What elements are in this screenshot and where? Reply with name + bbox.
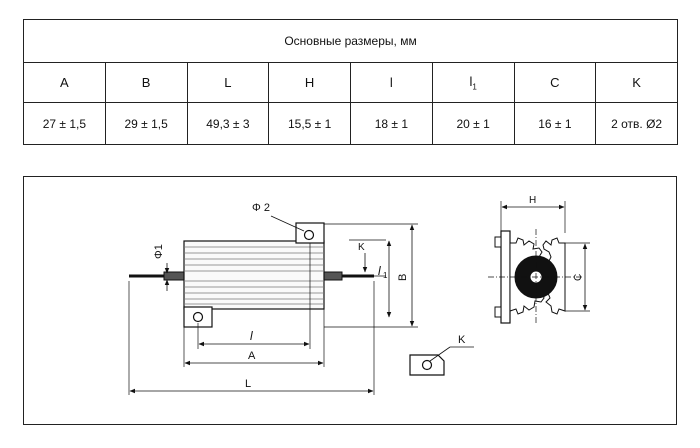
k-side-label: K <box>358 242 365 253</box>
end-view: H C <box>488 195 590 325</box>
b-label: B <box>397 274 409 281</box>
left-lead-collar <box>163 271 185 281</box>
phi1-label: Φ1 <box>153 244 165 259</box>
header-cell-b: B <box>104 62 188 103</box>
big-l-label: L <box>245 378 251 390</box>
header-cell-c: C <box>513 62 597 103</box>
value-cell-a: 27 ± 1,5 <box>23 102 106 145</box>
resistor-drawing: Φ 2 Φ1 K l 1 B l A <box>128 195 590 395</box>
h-label: H <box>529 195 536 206</box>
table-header-row: A B L H l l1 C K <box>23 62 678 103</box>
value-cell-k: 2 отв. Ø2 <box>595 102 678 145</box>
value-cell-c: 16 ± 1 <box>513 102 597 145</box>
heatsink-fins <box>184 246 324 305</box>
l1-label: l <box>378 264 381 278</box>
phi2-leader <box>270 215 305 232</box>
value-cell-big-l: 49,3 ± 3 <box>186 102 270 145</box>
value-cell-b: 29 ± 1,5 <box>104 102 188 145</box>
header-cell-big-l: L <box>186 62 270 103</box>
bottom-mounting-hole <box>192 311 204 323</box>
value-cell-l1: 20 ± 1 <box>431 102 515 145</box>
l-label: l <box>250 329 253 343</box>
header-l1-letter: l <box>469 73 473 89</box>
table-value-row: 27 ± 1,5 29 ± 1,5 49,3 ± 3 15,5 ± 1 18 ±… <box>23 102 678 145</box>
k-detail-label: K <box>458 334 466 346</box>
side-view: Φ 2 Φ1 K l 1 B l A <box>128 202 418 395</box>
header-cell-k: K <box>595 62 678 103</box>
header-cell-a: A <box>23 62 106 103</box>
dimensions-table: Основные размеры, мм A B L H l l1 C K 27… <box>23 19 678 145</box>
resistor-drawing-panel: Φ 2 Φ1 K l 1 B l A <box>23 176 677 425</box>
right-lead-collar <box>323 271 343 281</box>
k-detail: K <box>409 334 474 376</box>
header-l1-subscript: 1 <box>472 82 477 92</box>
value-cell-l: 18 ± 1 <box>350 102 433 145</box>
phi2-label: Φ 2 <box>252 202 270 214</box>
k-detail-hole <box>421 359 433 371</box>
value-cell-h: 15,5 ± 1 <box>268 102 351 145</box>
k-detail-leader-diagonal <box>429 346 451 362</box>
header-cell-l1: l1 <box>431 62 515 103</box>
header-cell-h: H <box>268 62 351 103</box>
end-view-tab-bottom <box>494 306 502 318</box>
l1-subscript: 1 <box>383 271 388 280</box>
a-label: A <box>248 350 256 362</box>
top-mounting-hole <box>303 229 315 241</box>
header-cell-l: l <box>350 62 433 103</box>
table-title: Основные размеры, мм <box>23 19 678 63</box>
resistor-body <box>183 240 325 310</box>
c-label: C <box>573 274 584 281</box>
end-view-tab-top <box>494 236 502 248</box>
